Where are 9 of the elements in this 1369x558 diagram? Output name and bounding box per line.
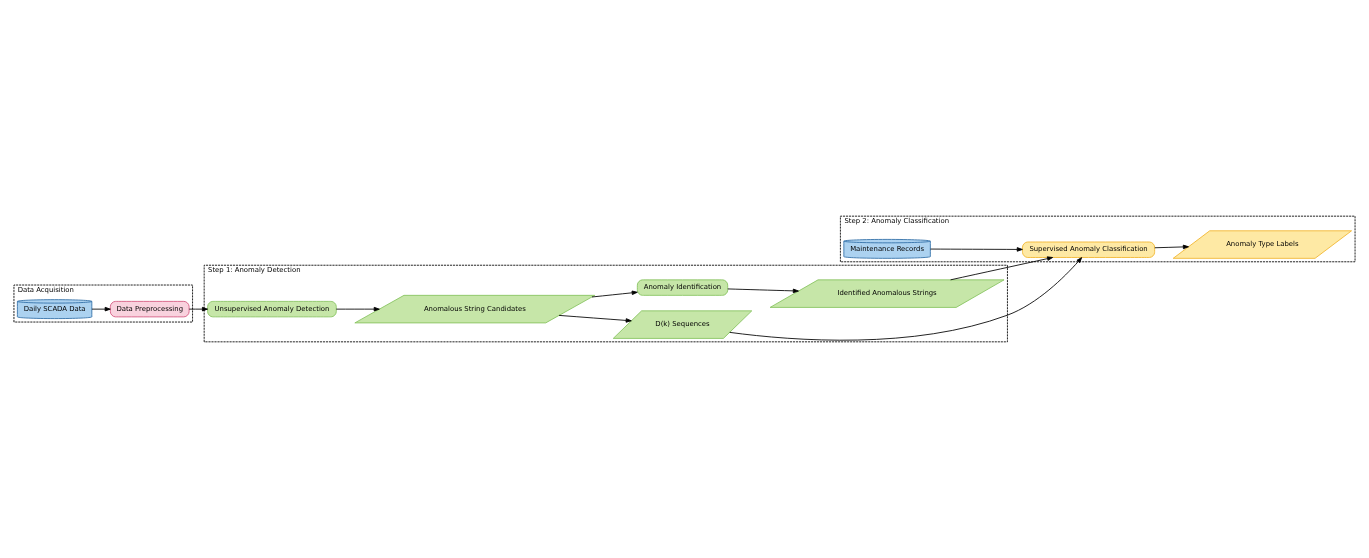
arrow bbox=[558, 315, 632, 323]
arrow bbox=[591, 290, 638, 298]
arrow bbox=[335, 306, 380, 312]
arrow bbox=[188, 306, 208, 312]
arrow bbox=[91, 306, 111, 312]
arrow bbox=[729, 257, 1083, 341]
arrow bbox=[930, 247, 1023, 252]
arrow bbox=[1154, 244, 1189, 250]
arrow bbox=[727, 288, 799, 294]
